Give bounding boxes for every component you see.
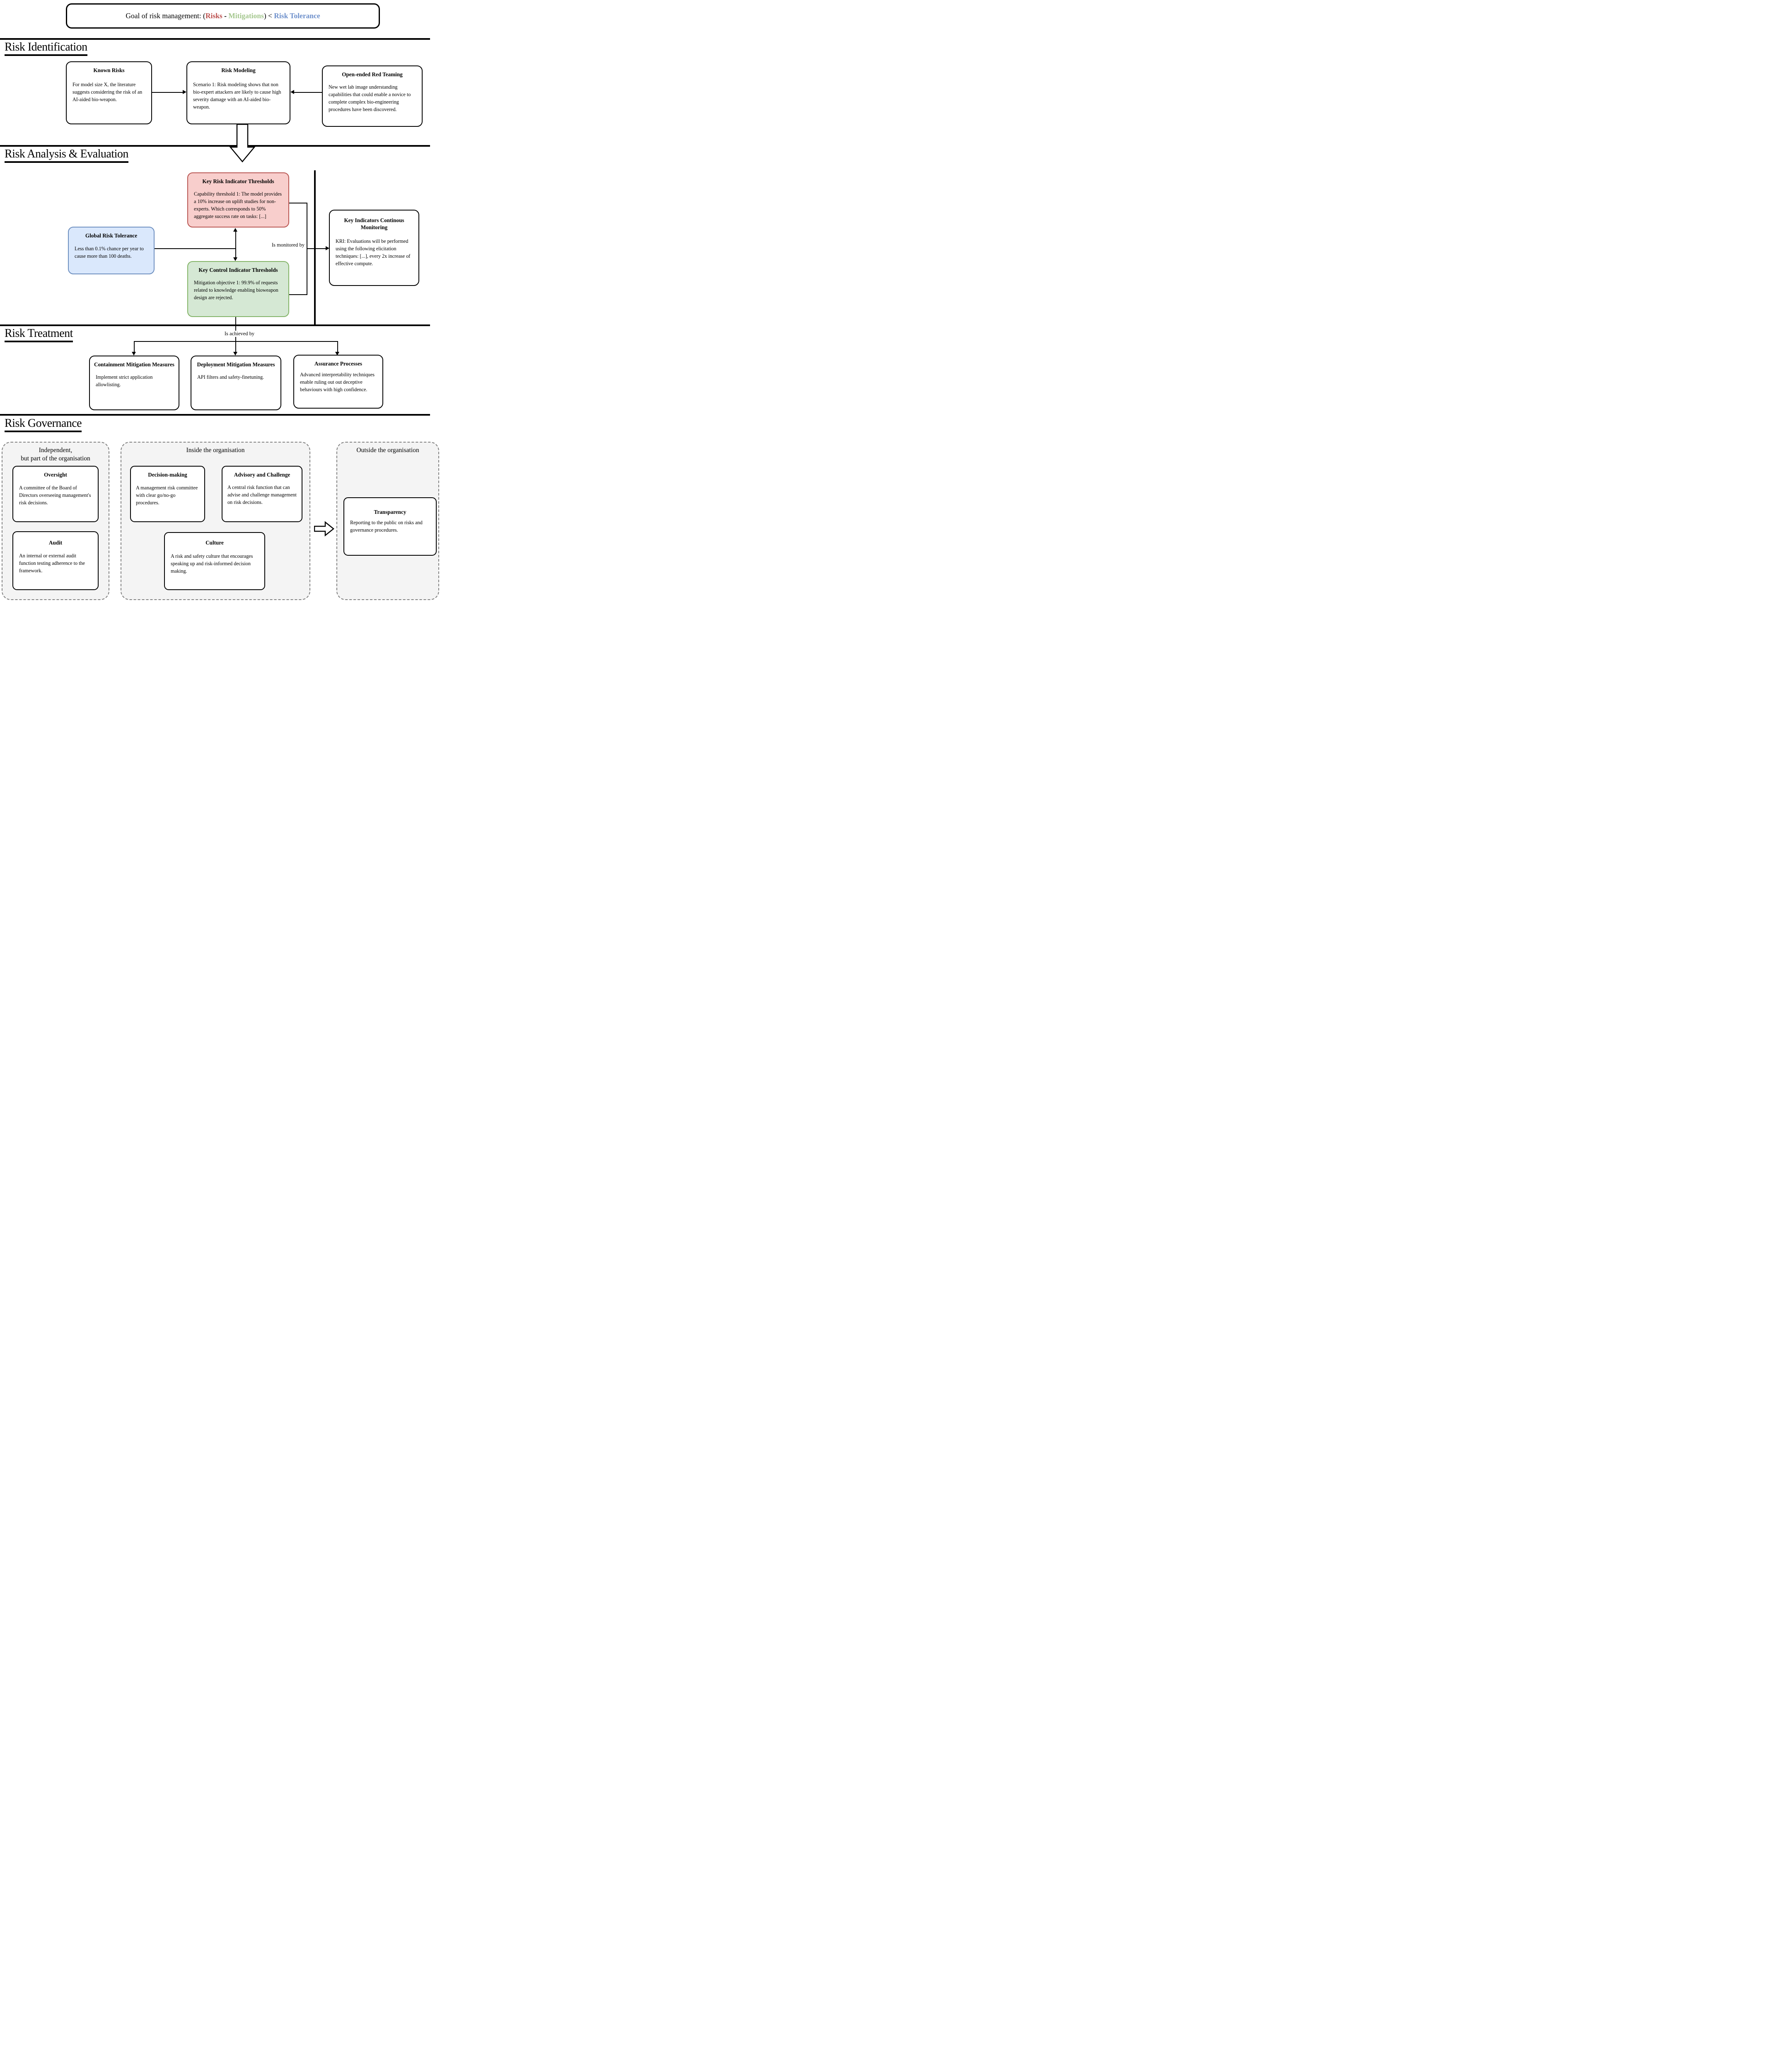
section-divider-treatment xyxy=(0,324,430,326)
goal-banner: Goal of risk management: (Risks - Mitiga… xyxy=(66,3,380,29)
goal-close: ) < xyxy=(263,12,274,20)
red-teaming-box: Open-ended Red Teaming New wet lab image… xyxy=(322,65,423,127)
arrow-to-deployment-line xyxy=(235,341,236,352)
arrow-known-to-modeling-line xyxy=(152,92,183,93)
audit-box: Audit An internal or external audit func… xyxy=(12,531,99,590)
monitor-bracket-bottom-line xyxy=(289,294,307,295)
goal-prefix: Goal of risk management: ( xyxy=(126,12,205,20)
section-divider-analysis xyxy=(0,145,430,147)
box-title: Open-ended Red Teaming xyxy=(342,71,403,77)
box-title: Key Control Indicator Thresholds xyxy=(198,267,278,273)
analysis-treatment-line xyxy=(314,170,316,324)
kri-kci-double-arrow-up-head xyxy=(233,228,237,232)
arrow-monitored-by-head xyxy=(326,246,329,250)
monitored-by-label: Is monitored by xyxy=(261,242,305,248)
box-body: Less than 0.1% chance per year to cause … xyxy=(75,245,144,259)
arrow-known-to-modeling-head xyxy=(183,90,186,94)
big-down-arrow xyxy=(229,124,256,162)
box-title: Known Risks xyxy=(93,67,125,73)
culture-box: Culture A risk and safety culture that e… xyxy=(164,532,265,590)
decision-making-box: Decision-making A management risk commit… xyxy=(130,466,205,522)
kri-kci-double-arrow-down-head xyxy=(233,257,237,261)
section-divider-identification xyxy=(0,38,430,40)
arrow-redteam-to-modeling-head xyxy=(290,90,294,94)
box-title: Containment Mitigation Measures xyxy=(94,361,174,368)
box-body: Mitigation objective 1: 99.9% of request… xyxy=(194,279,278,300)
tolerance-connector-line xyxy=(155,248,236,249)
kri-thresholds-box: Key Risk Indicator Thresholds Capability… xyxy=(187,172,289,228)
known-risks-box: Known Risks For model size X, the litera… xyxy=(66,61,152,124)
box-body: API filters and safety-finetuning. xyxy=(197,374,264,380)
box-body: A committee of the Board of Directors ov… xyxy=(19,484,91,506)
section-heading-risk-analysis: Risk Analysis & Evaluation xyxy=(5,148,128,163)
section-heading-risk-treatment: Risk Treatment xyxy=(5,327,73,343)
oversight-box: Oversight A committee of the Board of Di… xyxy=(12,466,99,522)
risk-modeling-box: Risk Modeling Scenario 1: Risk modeling … xyxy=(186,61,290,124)
mitigations-term: Mitigations xyxy=(228,12,264,20)
box-body: A risk and safety culture that encourage… xyxy=(171,553,253,574)
risks-term: Risks xyxy=(205,12,222,20)
box-body: A management risk committee with clear g… xyxy=(136,484,198,506)
box-body: An internal or external audit function t… xyxy=(19,552,85,574)
monitoring-box: Key Indicators Continous Monitoring KRI:… xyxy=(329,210,419,286)
box-body: A central risk function that can advise … xyxy=(227,484,297,505)
box-title: Decision-making xyxy=(148,472,187,478)
box-body: Reporting to the public on risks and gov… xyxy=(350,519,423,533)
arrow-redteam-to-modeling-line xyxy=(294,92,322,93)
diagram-canvas: Goal of risk management: (Risks - Mitiga… xyxy=(0,0,442,601)
box-body: Implement strict application allowlistin… xyxy=(96,374,153,387)
box-title: Audit xyxy=(48,540,63,546)
box-title: Key Risk Indicator Thresholds xyxy=(202,178,274,184)
box-body: Capability threshold 1: The model provid… xyxy=(194,191,282,219)
box-title: Global Risk Tolerance xyxy=(85,232,138,239)
box-body: For model size X, the literature suggest… xyxy=(73,81,143,102)
box-body: KRI: Evaluations will be performed using… xyxy=(336,238,411,267)
box-title: Assurance Processes xyxy=(314,361,363,367)
assurance-box: Assurance Processes Advanced interpretab… xyxy=(293,355,383,409)
arrow-to-containment-line xyxy=(134,341,135,352)
global-risk-tolerance-box: Global Risk Tolerance Less than 0.1% cha… xyxy=(68,227,155,274)
transparency-box: Transparency Reporting to the public on … xyxy=(343,497,437,556)
risk-tolerance-term: Risk Tolerance xyxy=(274,12,320,20)
box-body: Scenario 1: Risk modeling shows that non… xyxy=(193,81,281,110)
section-heading-risk-governance: Risk Governance xyxy=(5,417,82,433)
arrow-to-deployment-head xyxy=(233,352,237,356)
box-title: Risk Modeling xyxy=(221,67,256,73)
section-divider-governance xyxy=(0,414,430,416)
box-body: Advanced interpretability techniques ena… xyxy=(300,371,375,392)
box-title: Transparency xyxy=(374,509,406,515)
independent-container-title: Independent, but part of the organisatio… xyxy=(21,447,90,462)
arrow-monitored-by-line xyxy=(307,248,326,249)
advisory-challenge-box: Advisory and Challenge A central risk fu… xyxy=(222,466,302,522)
box-title: Advisory and Challenge xyxy=(234,472,290,478)
achieved-connector-line xyxy=(235,317,236,341)
box-title: Deployment Mitigation Measures xyxy=(197,361,275,368)
achieved-by-label: Is achieved by xyxy=(220,331,259,337)
arrow-to-assurance-head xyxy=(335,352,339,356)
containment-box: Containment Mitigation Measures Implemen… xyxy=(89,356,179,410)
kci-thresholds-box: Key Control Indicator Thresholds Mitigat… xyxy=(187,261,289,317)
section-heading-risk-identification: Risk Identification xyxy=(5,41,87,56)
outside-container-title: Outside the organisation xyxy=(356,447,419,454)
goal-dash: - xyxy=(222,12,229,20)
box-title: Key Indicators Continous Monitoring xyxy=(344,217,404,230)
inside-container-title: Inside the organisation xyxy=(186,447,245,454)
deployment-box: Deployment Mitigation Measures API filte… xyxy=(191,356,281,410)
kri-kci-double-arrow-line xyxy=(235,231,236,258)
arrow-to-containment-head xyxy=(132,352,136,356)
box-body: New wet lab image understanding capabili… xyxy=(329,84,411,112)
box-title: Oversight xyxy=(44,472,67,478)
arrow-to-assurance-line xyxy=(337,341,338,352)
box-title: Culture xyxy=(205,540,224,546)
goal-text: Goal of risk management: (Risks - Mitiga… xyxy=(126,12,320,20)
org-flow-arrow xyxy=(314,521,335,537)
